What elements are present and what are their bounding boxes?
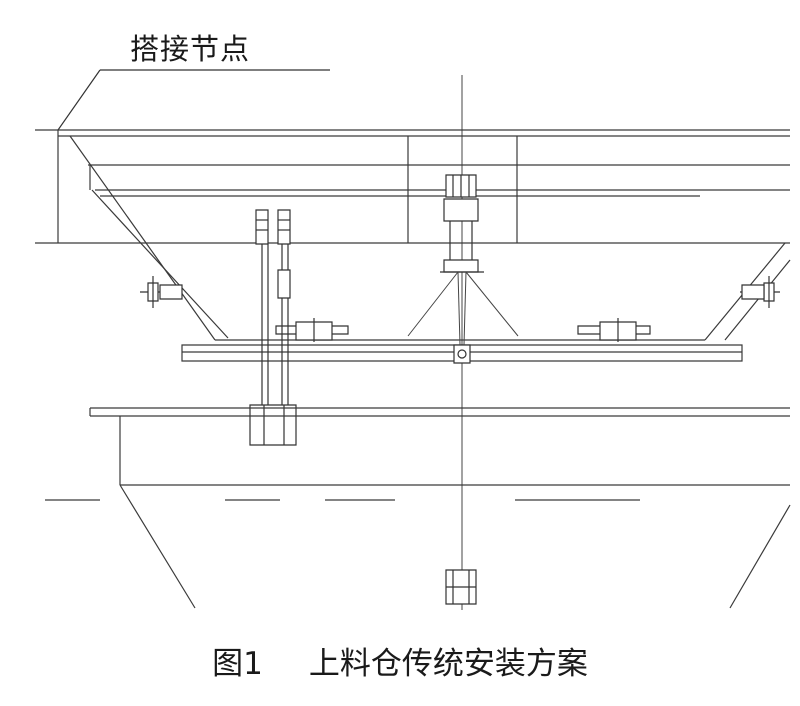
seat-plates <box>276 318 650 342</box>
figure-title: 上料仓传统安装方案 <box>308 646 588 682</box>
support-bracket-right <box>740 276 780 308</box>
hanger-rods <box>250 210 296 445</box>
upper-hopper <box>35 130 790 361</box>
figure-caption: 图1 上料仓传统安装方案 <box>0 638 800 683</box>
callout-leader <box>58 70 330 130</box>
support-bracket-left <box>140 276 182 308</box>
figure-number: 图1 <box>212 646 263 682</box>
sling-lines <box>408 272 518 345</box>
outlet-block <box>446 570 476 604</box>
lifting-block <box>440 175 484 363</box>
callout-label: 搭接节点 <box>130 32 251 66</box>
lower-hopper <box>45 408 790 608</box>
